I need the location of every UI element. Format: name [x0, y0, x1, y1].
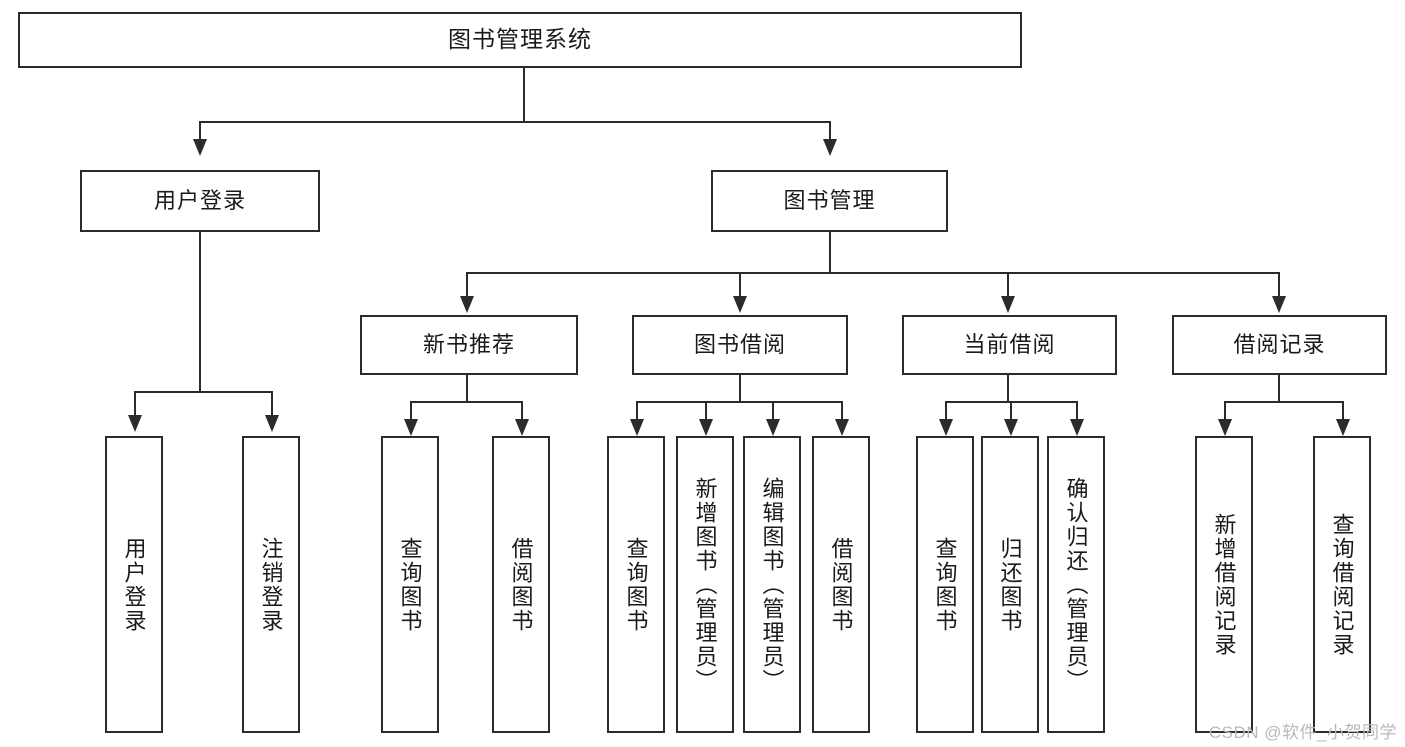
- node-label: 借阅图书: [828, 536, 854, 633]
- edge-br-2: [1342, 401, 1344, 421]
- edge-new-book-r: [521, 401, 523, 421]
- arrow-user-login-left: [128, 415, 142, 432]
- edge-to-book-manage: [829, 121, 831, 141]
- node-borrow-record[interactable]: 借阅记录: [1172, 315, 1387, 375]
- edge-cb-1: [945, 401, 947, 421]
- edge-user-login-stem: [199, 232, 201, 392]
- edge-new-book-bus: [410, 401, 523, 403]
- edge-to-user-login: [199, 121, 201, 141]
- node-book-borrow[interactable]: 图书借阅: [632, 315, 848, 375]
- arrow-br-2: [1336, 419, 1350, 436]
- edge-to-borrow-record: [1278, 272, 1280, 298]
- arrow-to-borrow-record: [1272, 296, 1286, 313]
- edge-level3-bus: [466, 272, 1280, 274]
- leaf-user-login[interactable]: 用户登录: [105, 436, 163, 733]
- edge-user-login-left: [134, 391, 136, 417]
- node-label: 归还图书: [997, 536, 1023, 633]
- node-root-system[interactable]: 图书管理系统: [18, 12, 1022, 68]
- node-label: 新增图书（管理员）: [692, 476, 718, 693]
- edge-root-stem: [523, 68, 525, 122]
- arrow-to-book-manage: [823, 139, 837, 156]
- edge-bb-3: [772, 401, 774, 421]
- leaf-newbook-query[interactable]: 查询图书: [381, 436, 439, 733]
- edge-current-borrow-stem: [1007, 375, 1009, 402]
- edge-bb-1: [636, 401, 638, 421]
- node-label: 查询图书: [623, 536, 649, 633]
- edge-cb-3: [1076, 401, 1078, 421]
- node-label: 图书借阅: [693, 331, 786, 357]
- edge-cb-2: [1010, 401, 1012, 421]
- edge-user-login-right: [271, 391, 273, 417]
- edge-book-borrow-stem: [739, 375, 741, 402]
- leaf-currentborrow-confirm[interactable]: 确认归还（管理员）: [1047, 436, 1105, 733]
- node-label: 新增借阅记录: [1211, 512, 1237, 657]
- edge-borrow-record-bus: [1224, 401, 1343, 403]
- node-label: 用户登录: [121, 536, 147, 633]
- node-label: 图书管理: [783, 187, 876, 213]
- node-label: 查询图书: [397, 536, 423, 633]
- arrow-new-book-r: [515, 419, 529, 436]
- node-book-manage[interactable]: 图书管理: [711, 170, 948, 232]
- edge-br-1: [1224, 401, 1226, 421]
- edge-bb-4: [841, 401, 843, 421]
- arrow-br-1: [1218, 419, 1232, 436]
- edge-book-borrow-bus: [636, 401, 842, 403]
- edge-user-login-bus: [134, 391, 271, 393]
- leaf-bookborrow-add[interactable]: 新增图书（管理员）: [676, 436, 734, 733]
- leaf-currentborrow-return[interactable]: 归还图书: [981, 436, 1039, 733]
- edge-to-new-book-rec: [466, 272, 468, 298]
- edge-level2-bus: [199, 121, 831, 123]
- leaf-user-logout[interactable]: 注销登录: [242, 436, 300, 733]
- node-label: 借阅记录: [1233, 331, 1326, 357]
- arrow-cb-2: [1004, 419, 1018, 436]
- leaf-currentborrow-query[interactable]: 查询图书: [916, 436, 974, 733]
- node-current-borrow[interactable]: 当前借阅: [902, 315, 1117, 375]
- arrow-bb-1: [630, 419, 644, 436]
- node-label: 图书管理系统: [448, 26, 592, 53]
- node-user-login[interactable]: 用户登录: [80, 170, 320, 232]
- arrow-to-book-borrow: [733, 296, 747, 313]
- node-label: 借阅图书: [508, 536, 534, 633]
- arrow-to-user-login: [193, 139, 207, 156]
- edge-to-book-borrow: [739, 272, 741, 298]
- leaf-bookborrow-query[interactable]: 查询图书: [607, 436, 665, 733]
- arrow-bb-4: [835, 419, 849, 436]
- node-label: 查询图书: [932, 536, 958, 633]
- node-new-book-recommend[interactable]: 新书推荐: [360, 315, 578, 375]
- arrow-bb-3: [766, 419, 780, 436]
- node-label: 用户登录: [153, 187, 246, 213]
- edge-new-book-l: [410, 401, 412, 421]
- arrow-user-login-right: [265, 415, 279, 432]
- edge-bb-2: [705, 401, 707, 421]
- node-label: 编辑图书（管理员）: [759, 476, 785, 693]
- node-label: 注销登录: [258, 536, 284, 633]
- leaf-bookborrow-edit[interactable]: 编辑图书（管理员）: [743, 436, 801, 733]
- leaf-borrowrecord-query[interactable]: 查询借阅记录: [1313, 436, 1371, 733]
- leaf-bookborrow-borrow[interactable]: 借阅图书: [812, 436, 870, 733]
- edge-borrow-record-stem: [1278, 375, 1280, 402]
- edge-to-current-borrow: [1007, 272, 1009, 298]
- node-label: 查询借阅记录: [1329, 512, 1355, 657]
- leaf-newbook-borrow[interactable]: 借阅图书: [492, 436, 550, 733]
- edge-new-book-stem: [466, 375, 468, 402]
- edge-book-manage-stem: [829, 232, 831, 274]
- arrow-new-book-l: [404, 419, 418, 436]
- arrow-cb-3: [1070, 419, 1084, 436]
- node-label: 当前借阅: [963, 331, 1056, 357]
- node-label: 确认归还（管理员）: [1063, 476, 1089, 693]
- arrow-bb-2: [699, 419, 713, 436]
- arrow-cb-1: [939, 419, 953, 436]
- leaf-borrowrecord-add[interactable]: 新增借阅记录: [1195, 436, 1253, 733]
- arrow-to-current-borrow: [1001, 296, 1015, 313]
- node-label: 新书推荐: [422, 331, 515, 357]
- arrow-to-new-book-rec: [460, 296, 474, 313]
